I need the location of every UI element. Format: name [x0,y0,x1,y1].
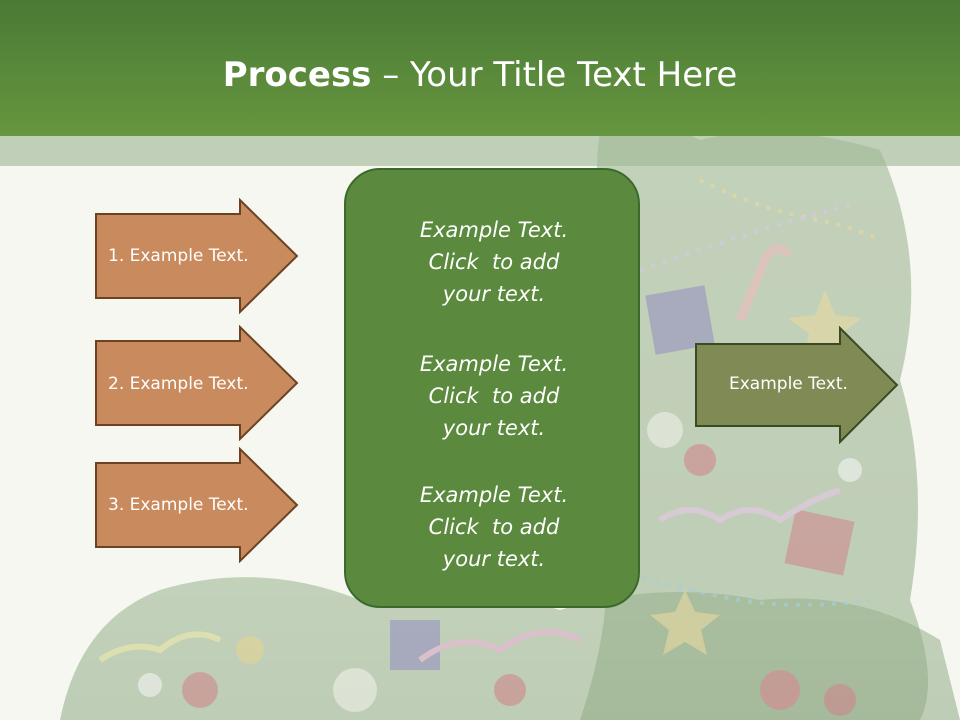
paragraph-line: Click to add [428,250,560,274]
paragraph-line: Example Text. [419,352,569,376]
step-label-2: 2. Example Text. [108,374,249,394]
step-arrow-3[interactable] [94,447,300,563]
center-paragraph-1: Example Text. Click to add your text. [346,214,642,310]
output-label: Example Text. [729,374,848,394]
title-bold: Process [222,55,372,95]
step-arrow-1[interactable] [94,198,300,314]
center-paragraph-3: Example Text. Click to add your text. [346,479,642,575]
output-arrow[interactable] [694,326,900,444]
paragraph-line: your text. [442,282,546,306]
step-label-3: 3. Example Text. [108,495,249,515]
title-rest: – Your Title Text Here [371,55,738,95]
slide-title[interactable]: Process – Your Title Text Here [0,55,960,95]
step-arrow-2[interactable] [94,325,300,441]
paragraph-line: Click to add [428,515,560,539]
paragraph-line: Example Text. [419,483,569,507]
center-paragraph-2: Example Text. Click to add your text. [346,348,642,444]
paragraph-line: your text. [442,547,546,571]
paragraph-line: Example Text. [419,218,569,242]
paragraph-line: Click to add [428,384,560,408]
center-text-box[interactable]: Example Text. Click to add your text. Ex… [344,168,640,608]
step-label-1: 1. Example Text. [108,246,249,266]
paragraph-line: your text. [442,416,546,440]
title-bar [0,0,960,136]
title-underband [0,136,960,166]
